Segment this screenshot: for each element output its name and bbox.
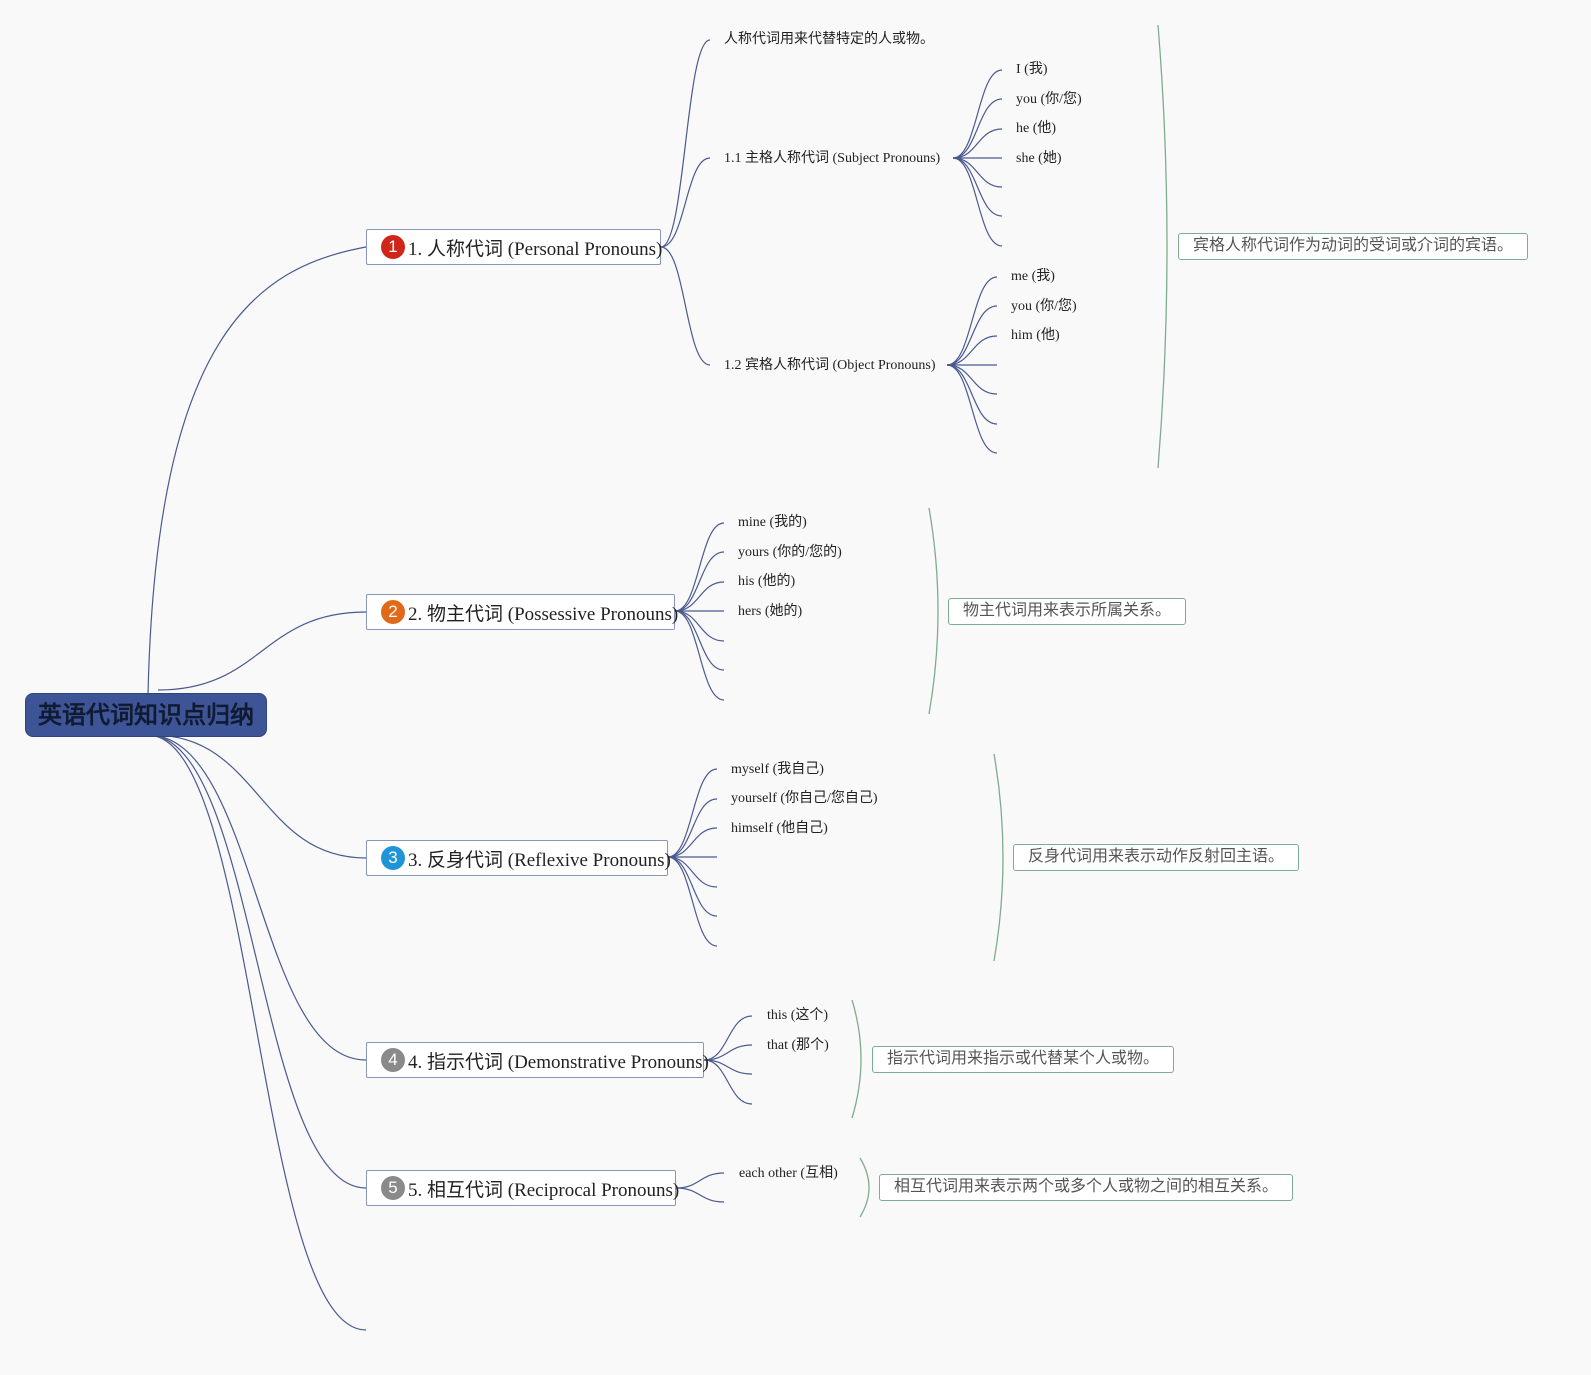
branch-demonstrative-pronouns[interactable]: 4 4. 指示代词 (Demonstrative Pronouns) bbox=[366, 1042, 709, 1078]
link-possessive-item-6 bbox=[674, 610, 725, 701]
link-subject-item-1 bbox=[952, 98, 1003, 159]
link-object-item-4 bbox=[946, 364, 998, 395]
demonstrative-item[interactable]: this (这个) bbox=[767, 1008, 829, 1023]
link-object-item-2 bbox=[946, 335, 998, 366]
link-root-branch4 bbox=[147, 734, 367, 1061]
link-b1-object bbox=[660, 246, 711, 366]
bracket-possessive bbox=[928, 507, 939, 715]
link-possessive-item-0 bbox=[674, 522, 725, 612]
personal-intro-text[interactable]: 人称代词用来代替特定的人或物。 bbox=[724, 32, 934, 47]
number-badge-4: 4 bbox=[381, 1048, 405, 1072]
link-reflexive-item-2 bbox=[667, 827, 718, 858]
possessive-item[interactable]: hers (她的) bbox=[738, 604, 803, 619]
branch-reciprocal-pronouns[interactable]: 5 5. 相互代词 (Reciprocal Pronouns) bbox=[366, 1170, 680, 1206]
branch-label: 2. 物主代词 (Possessive Pronouns) bbox=[408, 603, 679, 625]
bracket-demonstrative bbox=[851, 999, 862, 1119]
link-reflexive-item-1 bbox=[667, 798, 718, 858]
branch-label: 3. 反身代词 (Reflexive Pronouns) bbox=[408, 849, 671, 871]
subject-pronoun-item[interactable]: she (她) bbox=[1016, 151, 1062, 166]
link-possessive-item-1 bbox=[674, 551, 725, 612]
bracket-reflexive bbox=[993, 753, 1004, 962]
root-topic[interactable]: 英语代词知识点归纳 bbox=[25, 693, 267, 737]
link-root-branch2 bbox=[157, 611, 367, 691]
link-reciprocal-item-0 bbox=[675, 1172, 725, 1189]
link-object-item-1 bbox=[946, 305, 998, 366]
subject-pronoun-item[interactable]: you (你/您) bbox=[1016, 92, 1082, 107]
summary-personal[interactable]: 宾格人称代词作为动词的受词或介词的宾语。 bbox=[1178, 233, 1529, 260]
link-possessive-item-5 bbox=[674, 610, 725, 671]
possessive-item[interactable]: mine (我的) bbox=[738, 515, 807, 530]
link-reflexive-item-6 bbox=[667, 856, 718, 947]
link-possessive-item-4 bbox=[674, 610, 725, 642]
link-demonstrative-item-3 bbox=[703, 1059, 753, 1105]
link-subject-item-2 bbox=[952, 128, 1003, 159]
subject-pronoun-item[interactable]: he (他) bbox=[1016, 121, 1057, 136]
number-badge-5: 5 bbox=[381, 1176, 405, 1200]
link-subject-item-4 bbox=[952, 157, 1003, 188]
link-reflexive-item-0 bbox=[667, 768, 718, 858]
link-root-branch5 bbox=[147, 734, 367, 1189]
link-demonstrative-item-0 bbox=[703, 1015, 753, 1061]
subject-pronoun-item[interactable]: I (我) bbox=[1016, 62, 1048, 77]
bracket-reciprocal bbox=[859, 1157, 870, 1218]
bracket-personal bbox=[1157, 24, 1168, 469]
branch-personal-pronouns[interactable]: 1 1. 人称代词 (Personal Pronouns) bbox=[366, 229, 663, 265]
link-reflexive-item-5 bbox=[667, 856, 718, 917]
branch-label: 5. 相互代词 (Reciprocal Pronouns) bbox=[408, 1179, 680, 1201]
possessive-item[interactable]: his (他的) bbox=[738, 574, 796, 589]
reciprocal-item[interactable]: each other (互相) bbox=[739, 1166, 838, 1181]
link-demonstrative-item-1 bbox=[703, 1044, 753, 1061]
link-object-item-0 bbox=[946, 276, 998, 366]
reflexive-item[interactable]: himself (他自己) bbox=[731, 821, 828, 836]
reflexive-item[interactable]: myself (我自己) bbox=[731, 762, 824, 777]
link-object-item-5 bbox=[946, 364, 998, 425]
link-reciprocal-item-1 bbox=[675, 1187, 725, 1203]
link-root-extra bbox=[147, 734, 367, 1331]
possessive-item[interactable]: yours (你的/您的) bbox=[738, 545, 842, 560]
link-reflexive-item-4 bbox=[667, 856, 718, 888]
summary-reflexive[interactable]: 反身代词用来表示动作反射回主语。 bbox=[1013, 844, 1300, 871]
branch-label: 4. 指示代词 (Demonstrative Pronouns) bbox=[408, 1051, 709, 1073]
link-possessive-item-2 bbox=[674, 581, 725, 612]
link-b1-subject bbox=[660, 157, 711, 248]
branch-reflexive-pronouns[interactable]: 3 3. 反身代词 (Reflexive Pronouns) bbox=[366, 840, 671, 876]
link-subject-item-6 bbox=[952, 157, 1003, 247]
link-root-branch3 bbox=[152, 734, 367, 859]
link-subject-item-0 bbox=[952, 69, 1003, 159]
branch-label: 1. 人称代词 (Personal Pronouns) bbox=[408, 238, 663, 260]
object-pronoun-item[interactable]: me (我) bbox=[1011, 269, 1055, 284]
summary-reciprocal[interactable]: 相互代词用来表示两个或多个人或物之间的相互关系。 bbox=[879, 1174, 1294, 1201]
number-badge-3: 3 bbox=[381, 846, 405, 870]
number-badge-1: 1 bbox=[381, 235, 405, 259]
link-b1-intro bbox=[660, 39, 711, 248]
link-demonstrative-item-2 bbox=[703, 1059, 753, 1075]
subject-pronouns-group[interactable]: 1.1 主格人称代词 (Subject Pronouns) bbox=[724, 151, 941, 166]
link-root-branch1 bbox=[147, 246, 367, 696]
branch-possessive-pronouns[interactable]: 2 2. 物主代词 (Possessive Pronouns) bbox=[366, 594, 679, 630]
link-object-item-6 bbox=[946, 364, 998, 454]
demonstrative-item[interactable]: that (那个) bbox=[767, 1038, 829, 1053]
reflexive-item[interactable]: yourself (你自己/您自己) bbox=[731, 791, 878, 806]
object-pronoun-item[interactable]: you (你/您) bbox=[1011, 299, 1077, 314]
summary-demonstrative[interactable]: 指示代词用来指示或代替某个人或物。 bbox=[872, 1046, 1175, 1073]
object-pronoun-item[interactable]: him (他) bbox=[1011, 328, 1060, 343]
number-badge-2: 2 bbox=[381, 600, 405, 624]
object-pronouns-group[interactable]: 1.2 宾格人称代词 (Object Pronouns) bbox=[724, 358, 936, 373]
summary-possessive[interactable]: 物主代词用来表示所属关系。 bbox=[948, 598, 1187, 625]
link-subject-item-5 bbox=[952, 157, 1003, 217]
